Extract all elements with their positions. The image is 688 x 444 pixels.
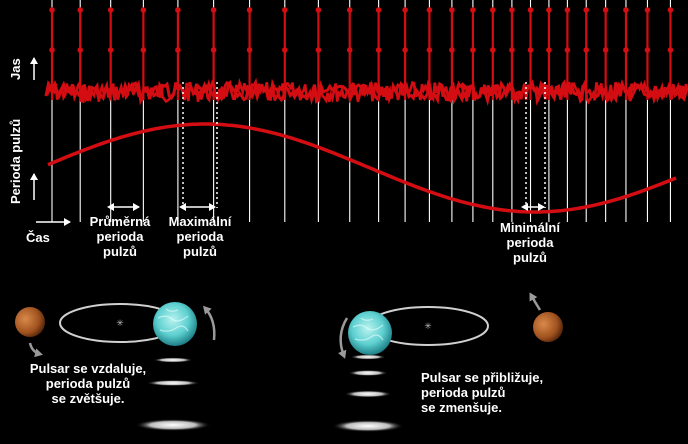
- pulsar-star-icon: [348, 311, 392, 355]
- pulse-peak-dot: [402, 7, 408, 13]
- pulse-period-curve: [47, 122, 677, 214]
- pulse-peak-dot: [282, 7, 288, 13]
- pulse-peak-dot: [527, 7, 534, 13]
- pulse-peak-dot: [346, 47, 353, 53]
- pulse-peak-dot: [175, 47, 181, 53]
- pulse-peak-dot: [490, 47, 496, 53]
- pulse-peak-dot: [375, 7, 382, 13]
- maximum-period-label: Maximální perioda pulzů: [168, 214, 232, 259]
- pulse-peak-dot: [470, 47, 476, 53]
- pulse-peak-dot: [602, 7, 609, 13]
- orbit-center-mark: ✳: [116, 318, 124, 328]
- pulse-peak-dot: [602, 47, 609, 53]
- pulse-peak-dot: [315, 7, 322, 13]
- minimum-period-label: Minimální perioda pulzů: [500, 220, 560, 265]
- pulse-peak-dot: [375, 47, 382, 53]
- pulse-peak-dot: [77, 7, 84, 13]
- pulse-peak-dot: [402, 47, 408, 53]
- pulse-peak-dot: [49, 7, 55, 13]
- emission-wave-icon: [332, 354, 404, 432]
- companion-planet-icon: [15, 307, 45, 337]
- maximum-period-markers: [182, 82, 218, 208]
- pulse-peak-dot: [315, 47, 322, 53]
- pulse-signal-trace: [44, 7, 688, 107]
- emission-wave-icon: [135, 357, 211, 431]
- pulse-peak-dot: [140, 47, 147, 53]
- pulse-peak-dot: [175, 7, 181, 13]
- period-axis-label: Perioda pulzů: [8, 118, 23, 204]
- approaching-scenario: ✳: [332, 292, 563, 432]
- pulse-peak-dot: [140, 7, 147, 13]
- pulse-peak-dot: [426, 7, 433, 13]
- pulse-peak-dot: [449, 7, 455, 13]
- pulse-peak-dot: [426, 47, 433, 53]
- pulse-peak-dot: [564, 47, 571, 53]
- pulse-peak-dot: [107, 47, 114, 53]
- pulse-peak-dot: [667, 7, 674, 13]
- noise-baseline: [44, 78, 688, 106]
- receding-caption: Pulsar se vzdaluje, perioda pulzů se zvě…: [29, 361, 147, 406]
- pulse-peak-dot: [49, 47, 55, 53]
- pulse-peak-dot: [77, 47, 84, 53]
- pulse-peak-dot: [546, 47, 552, 53]
- pulse-peak-dot: [490, 7, 496, 13]
- pulse-peak-dot: [470, 7, 476, 13]
- pulse-peak-dot: [583, 47, 590, 53]
- pulse-peak-dot: [509, 7, 515, 13]
- pulse-grid-lines: [51, 0, 671, 222]
- receding-scenario: ✳: [15, 302, 216, 431]
- orbit-center-mark: ✳: [424, 321, 432, 331]
- curved-arrow-icon: [28, 342, 43, 358]
- pulse-peak-dot: [107, 7, 114, 13]
- pulse-peak-dot: [623, 7, 629, 13]
- minimum-period-markers: [525, 82, 546, 208]
- curved-arrow-icon: [202, 305, 216, 341]
- pulsar-star-icon: [153, 302, 197, 346]
- approaching-caption: Pulsar se přibližuje, perioda pulzů se z…: [421, 370, 544, 415]
- pulse-peak-dot: [644, 47, 651, 53]
- pulse-peak-dot: [623, 47, 629, 53]
- pulse-peak-dot: [527, 47, 534, 53]
- brightness-axis-label: Jas: [8, 58, 23, 80]
- pulse-peak-dot: [210, 47, 217, 53]
- pulse-peak-dot: [282, 47, 288, 53]
- average-period-label: Průměrná perioda pulzů: [89, 214, 151, 259]
- pulse-peak-dot: [546, 7, 552, 13]
- pulse-peak-dot: [210, 7, 217, 13]
- pulse-peak-dot: [346, 7, 353, 13]
- curved-arrow-icon: [337, 317, 349, 359]
- pulse-peak-dot: [564, 7, 571, 13]
- pulse-peak-dot: [644, 7, 651, 13]
- pulse-peak-dot: [449, 47, 455, 53]
- pulse-peak-dot: [246, 7, 253, 13]
- pulse-peak-dot: [246, 47, 253, 53]
- pulse-peak-dot: [509, 47, 515, 53]
- pulse-peak-dot: [583, 7, 590, 13]
- time-axis-label: Čas: [26, 230, 50, 245]
- pulse-peak-dot: [667, 47, 674, 53]
- companion-planet-icon: [533, 312, 563, 342]
- curved-arrow-icon: [529, 292, 542, 311]
